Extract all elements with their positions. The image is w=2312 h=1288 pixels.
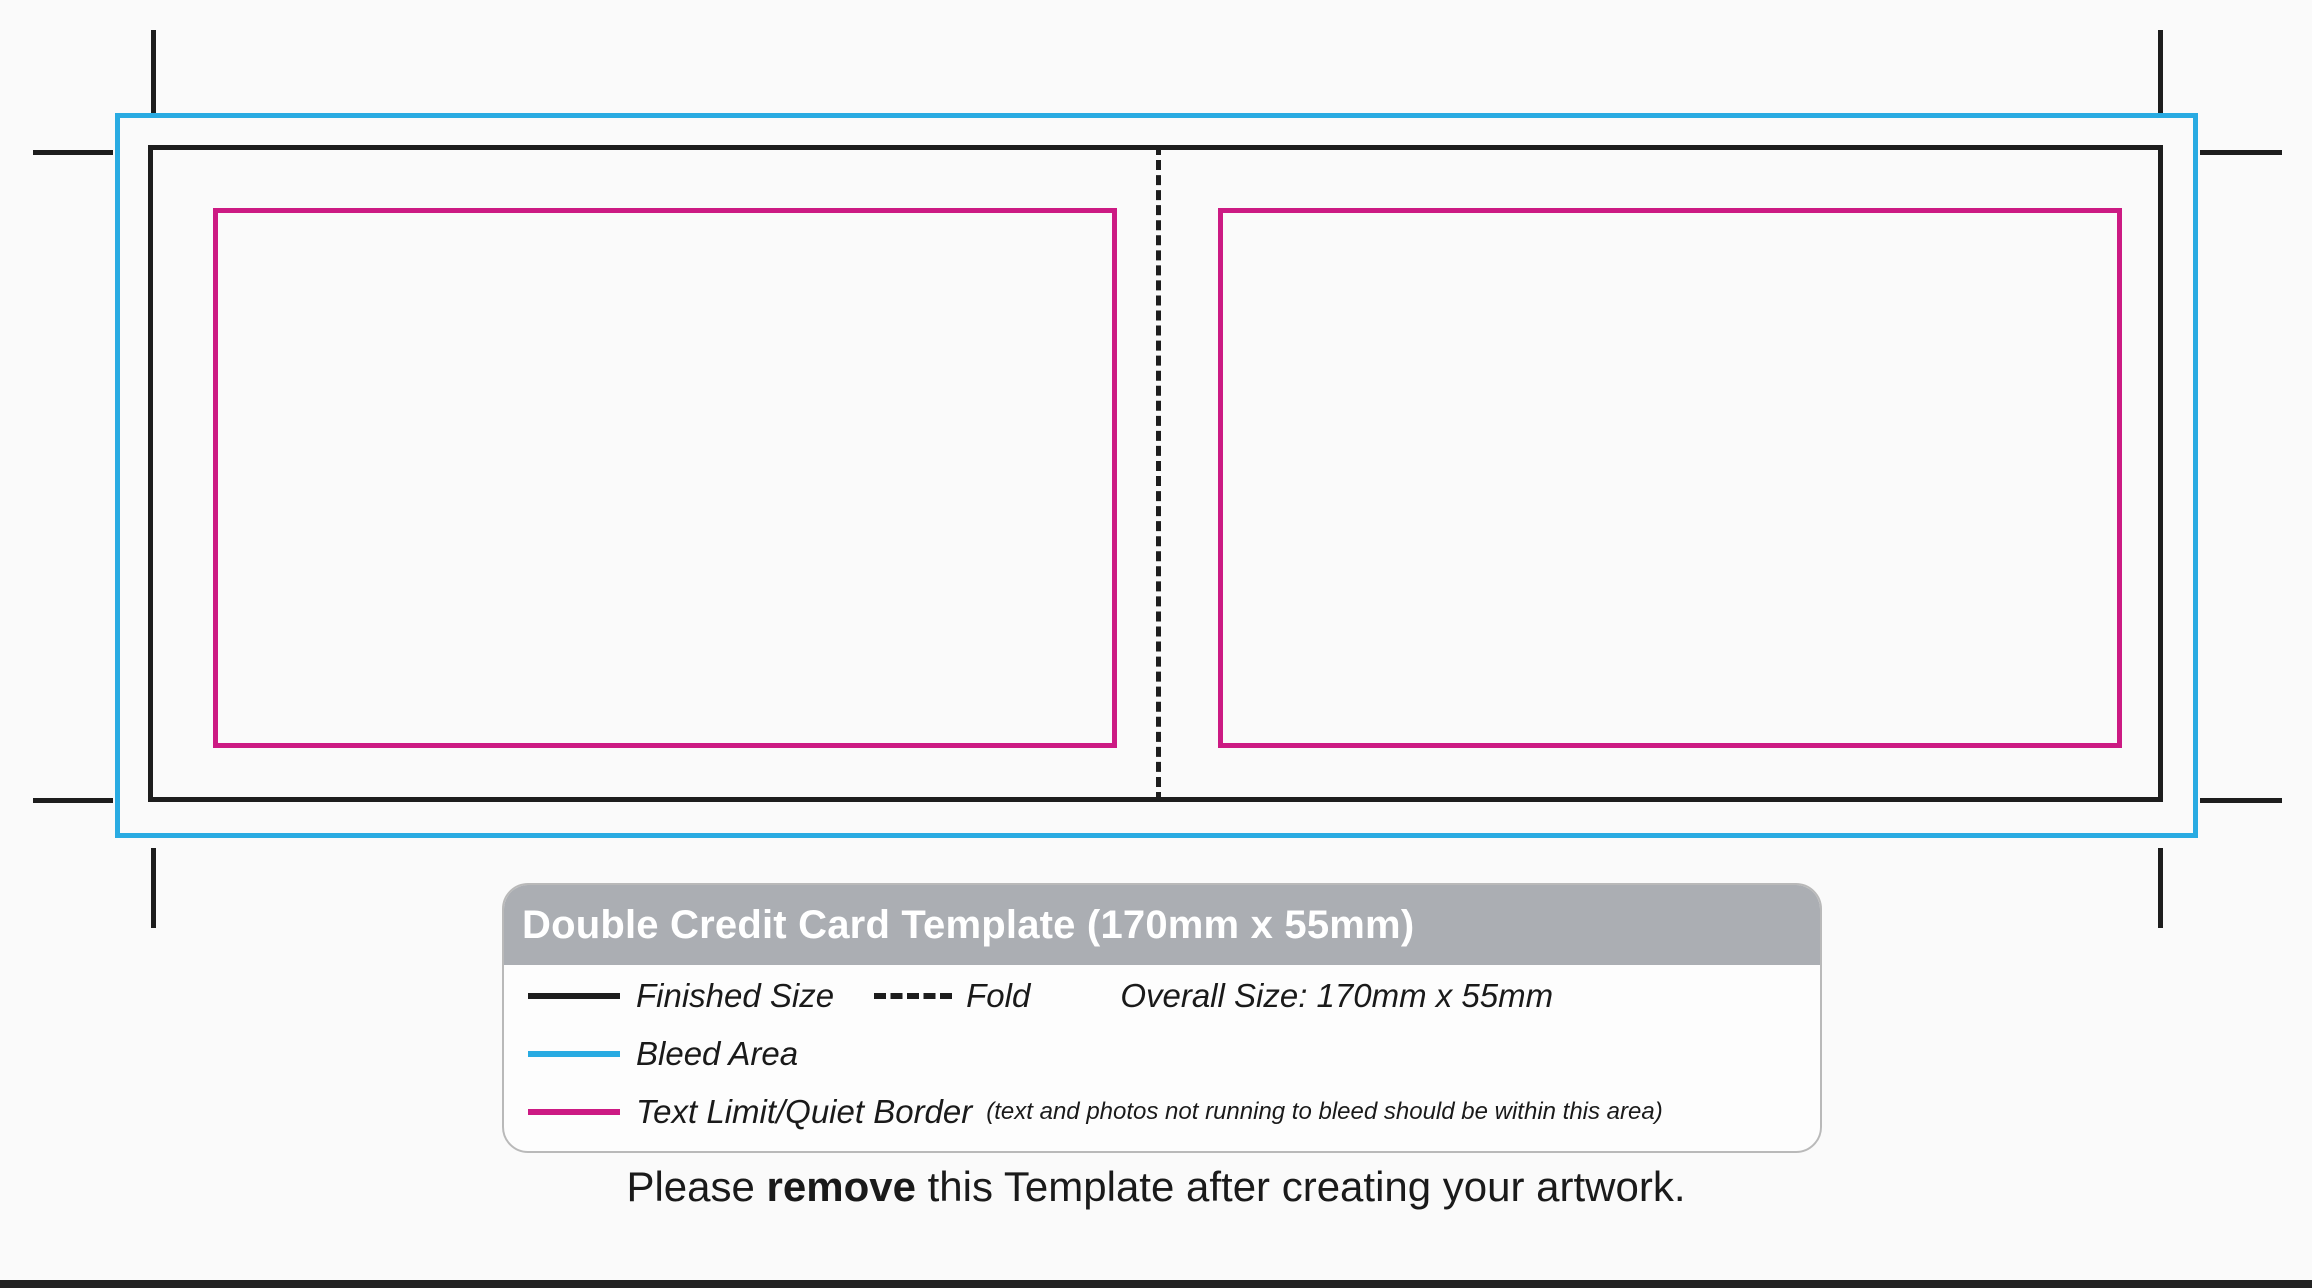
crop-mark-top-left-horizontal bbox=[33, 150, 113, 155]
footer-note-emphasis: remove bbox=[766, 1163, 916, 1210]
crop-mark-bottom-right-vertical bbox=[2158, 848, 2163, 928]
crop-mark-bottom-right-horizontal bbox=[2200, 798, 2282, 803]
crop-mark-top-left-vertical bbox=[151, 30, 156, 115]
solid-black-line-icon bbox=[528, 993, 620, 999]
crop-mark-top-right-vertical bbox=[2158, 30, 2163, 115]
solid-pink-line-icon bbox=[528, 1109, 620, 1115]
solid-cyan-line-icon bbox=[528, 1051, 620, 1057]
legend-row-finished-size: Finished Size Fold Overall Size: 170mm x… bbox=[504, 969, 1820, 1023]
legend-title-bar: Double Credit Card Template (170mm x 55m… bbox=[504, 885, 1820, 965]
legend-overall-size: Overall Size: 170mm x 55mm bbox=[1120, 977, 1554, 1014]
finished-size-box bbox=[148, 145, 2163, 802]
quiet-border-box-left bbox=[213, 208, 1117, 748]
dashed-black-line-icon bbox=[874, 993, 953, 999]
legend-panel: Double Credit Card Template (170mm x 55m… bbox=[502, 883, 1822, 1153]
legend-label-finished-size: Finished Size bbox=[636, 977, 835, 1014]
footer-note-suffix: this Template after creating your artwor… bbox=[915, 1163, 1686, 1210]
legend-row-quiet-border: Text Limit/Quiet Border (text and photos… bbox=[504, 1085, 1820, 1139]
footer-note-prefix: Please bbox=[626, 1163, 767, 1210]
legend-body: Finished Size Fold Overall Size: 170mm x… bbox=[504, 965, 1820, 1151]
bleed-area-box bbox=[115, 113, 2198, 838]
crop-mark-top-right-horizontal bbox=[2200, 150, 2282, 155]
legend-row-bleed-area: Bleed Area bbox=[504, 1027, 1820, 1081]
crop-mark-bottom-left-vertical bbox=[151, 848, 156, 928]
page-edge-bar bbox=[0, 1280, 2312, 1288]
fold-line bbox=[1156, 145, 1161, 802]
legend-note-quiet-border: (text and photos not running to bleed sh… bbox=[986, 1098, 1663, 1125]
footer-note: Please remove this Template after creati… bbox=[0, 1163, 2312, 1211]
legend-label-quiet-border: Text Limit/Quiet Border bbox=[636, 1093, 973, 1130]
legend-title: Double Credit Card Template (170mm x 55m… bbox=[522, 902, 1415, 947]
legend-label-bleed-area: Bleed Area bbox=[636, 1035, 799, 1072]
legend-label-fold: Fold bbox=[966, 977, 1031, 1014]
crop-mark-bottom-left-horizontal bbox=[33, 798, 113, 803]
quiet-border-box-right bbox=[1218, 208, 2122, 748]
